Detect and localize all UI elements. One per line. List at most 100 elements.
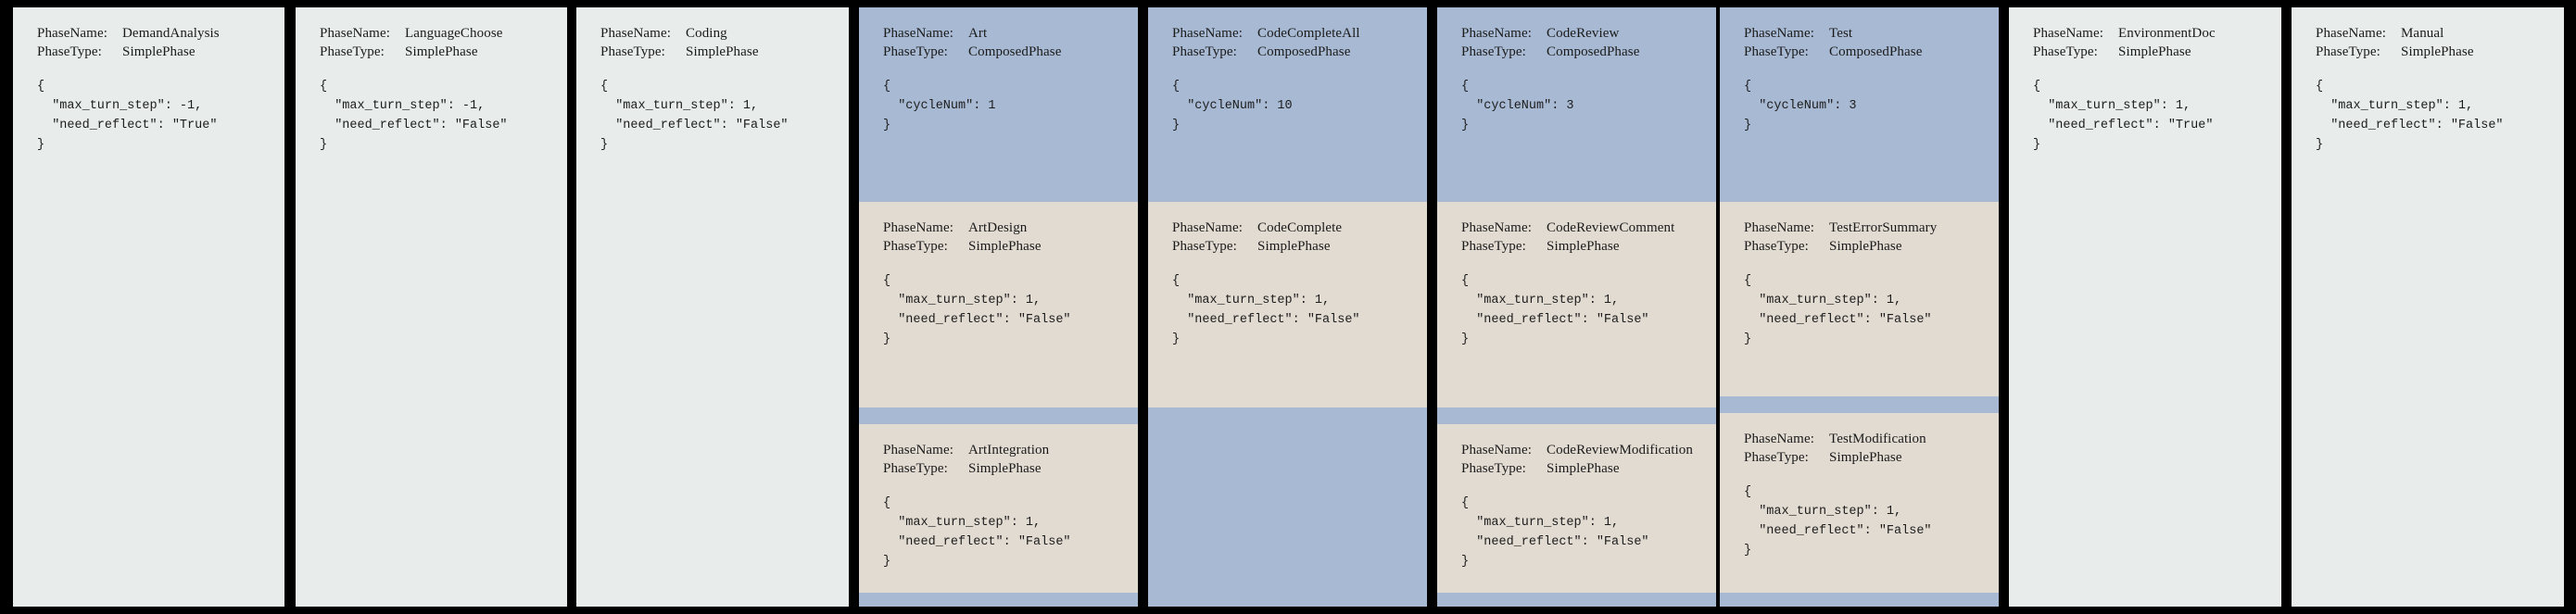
phase-cycle-filler — [859, 407, 1138, 424]
phase-cycle-filler — [1148, 407, 1427, 607]
phase-name-label: PhaseName: — [1461, 220, 1532, 235]
phase-type-value: SimplePhase — [405, 44, 478, 59]
phase-name-label: PhaseName: — [320, 26, 390, 41]
phase-type-value: SimplePhase — [1257, 239, 1331, 254]
phase-config-json: { "cycleNum": 3 } — [1461, 80, 1574, 132]
phase-name-row: PhaseName:Art — [883, 24, 1138, 43]
phase-type-row: PhaseType:ComposedPhase — [883, 43, 1138, 61]
phase-name-row: PhaseName: DemandAnalysis — [37, 24, 284, 43]
phase-type-label: PhaseType: — [1744, 450, 1809, 465]
phase-type-label: PhaseType: — [1461, 44, 1526, 59]
phase-name-label: PhaseName: — [1172, 220, 1243, 235]
phase-type-row: PhaseType:SimplePhase — [600, 43, 849, 61]
phase-name-label: PhaseName: — [2033, 26, 2103, 41]
phase-name-value: Test — [1829, 26, 1853, 41]
phase-name-label: PhaseName: — [1461, 26, 1532, 41]
phase-type-value: SimplePhase — [1547, 461, 1620, 476]
phase-type-label: PhaseType: — [1172, 44, 1237, 59]
phase-type-label: PhaseType: — [883, 44, 948, 59]
phase-type-label: PhaseType: — [1744, 44, 1809, 59]
phase-name-label: PhaseName: — [1744, 220, 1814, 235]
phase-name-row: PhaseName:CodeReview — [1461, 24, 1716, 43]
phase-name-value: CodeReviewComment — [1547, 220, 1675, 235]
phase-name-value: EnvironmentDoc — [2118, 26, 2216, 41]
phase-name-row: PhaseName:LanguageChoose — [320, 24, 567, 43]
phase-type-value: ComposedPhase — [1257, 44, 1351, 59]
phase-name-row: PhaseName:Manual — [2316, 24, 2564, 43]
phase-config-json: { "max_turn_step": -1, "need_reflect": "… — [37, 80, 218, 152]
phase-type-value: ComposedPhase — [1829, 44, 1923, 59]
phase-type-row: PhaseType: SimplePhase — [1461, 459, 1716, 478]
phase-name-label: PhaseName: — [1461, 443, 1532, 457]
phase-name-row: PhaseName:ArtDesign — [883, 219, 1138, 237]
phase-type-label: PhaseType: — [883, 461, 948, 476]
phase-config-json: { "max_turn_step": 1, "need_reflect": "F… — [1744, 274, 1932, 346]
phase-name-value: DemandAnalysis — [122, 26, 220, 41]
phase-type-row: PhaseType:SimplePhase — [1172, 237, 1427, 256]
phase-type-label: PhaseType: — [37, 44, 102, 59]
phase-type-label: PhaseType: — [320, 44, 385, 59]
phase-type-row: PhaseType:SimplePhase — [1744, 448, 1999, 467]
phase-name-row: PhaseName:CodeCompleteAll — [1172, 24, 1427, 43]
phase-type-value: SimplePhase — [1829, 239, 1902, 254]
phase-cycle-filler — [1437, 593, 1716, 607]
phase-type-row: PhaseType: ComposedPhase — [1461, 43, 1716, 61]
phase-config-json: { "max_turn_step": 1, "need_reflect": "F… — [2316, 80, 2504, 152]
phase-cycle-filler — [1437, 407, 1716, 424]
phase-type-value: SimplePhase — [1547, 239, 1620, 254]
phase-name-value: CodeReviewModification — [1547, 443, 1694, 457]
phase-name-label: PhaseName: — [37, 26, 107, 41]
phase-name-label: PhaseName: — [883, 26, 953, 41]
phase-type-label: PhaseType: — [1461, 461, 1526, 476]
phase-name-row: PhaseName: EnvironmentDoc — [2033, 24, 2281, 43]
phase-name-label: PhaseName: — [1744, 26, 1814, 41]
phase-type-label: PhaseType: — [2316, 44, 2380, 59]
phase-type-row: PhaseType:SimplePhase — [883, 459, 1138, 478]
phase-name-label: PhaseName: — [2316, 26, 2386, 41]
phase-type-value: ComposedPhase — [1547, 44, 1640, 59]
phase-name-row: PhaseName:TestErrorSummary — [1744, 219, 1999, 237]
phase-type-value: SimplePhase — [2118, 44, 2191, 59]
phase-name-row: PhaseName: CodeReviewModification — [1461, 441, 1716, 459]
phase-config-json: { "max_turn_step": 1, "need_reflect": "T… — [2033, 80, 2214, 152]
phase-name-row: PhaseName:TestModification — [1744, 430, 1999, 448]
phase-config-json: { "max_turn_step": 1, "need_reflect": "F… — [1744, 485, 1932, 558]
phase-name-label: PhaseName: — [1744, 432, 1814, 446]
phase-type-row: PhaseType: ComposedPhase — [1172, 43, 1427, 61]
phase-type-value: SimplePhase — [122, 44, 196, 59]
phase-name-row: PhaseName:ArtIntegration — [883, 441, 1138, 459]
